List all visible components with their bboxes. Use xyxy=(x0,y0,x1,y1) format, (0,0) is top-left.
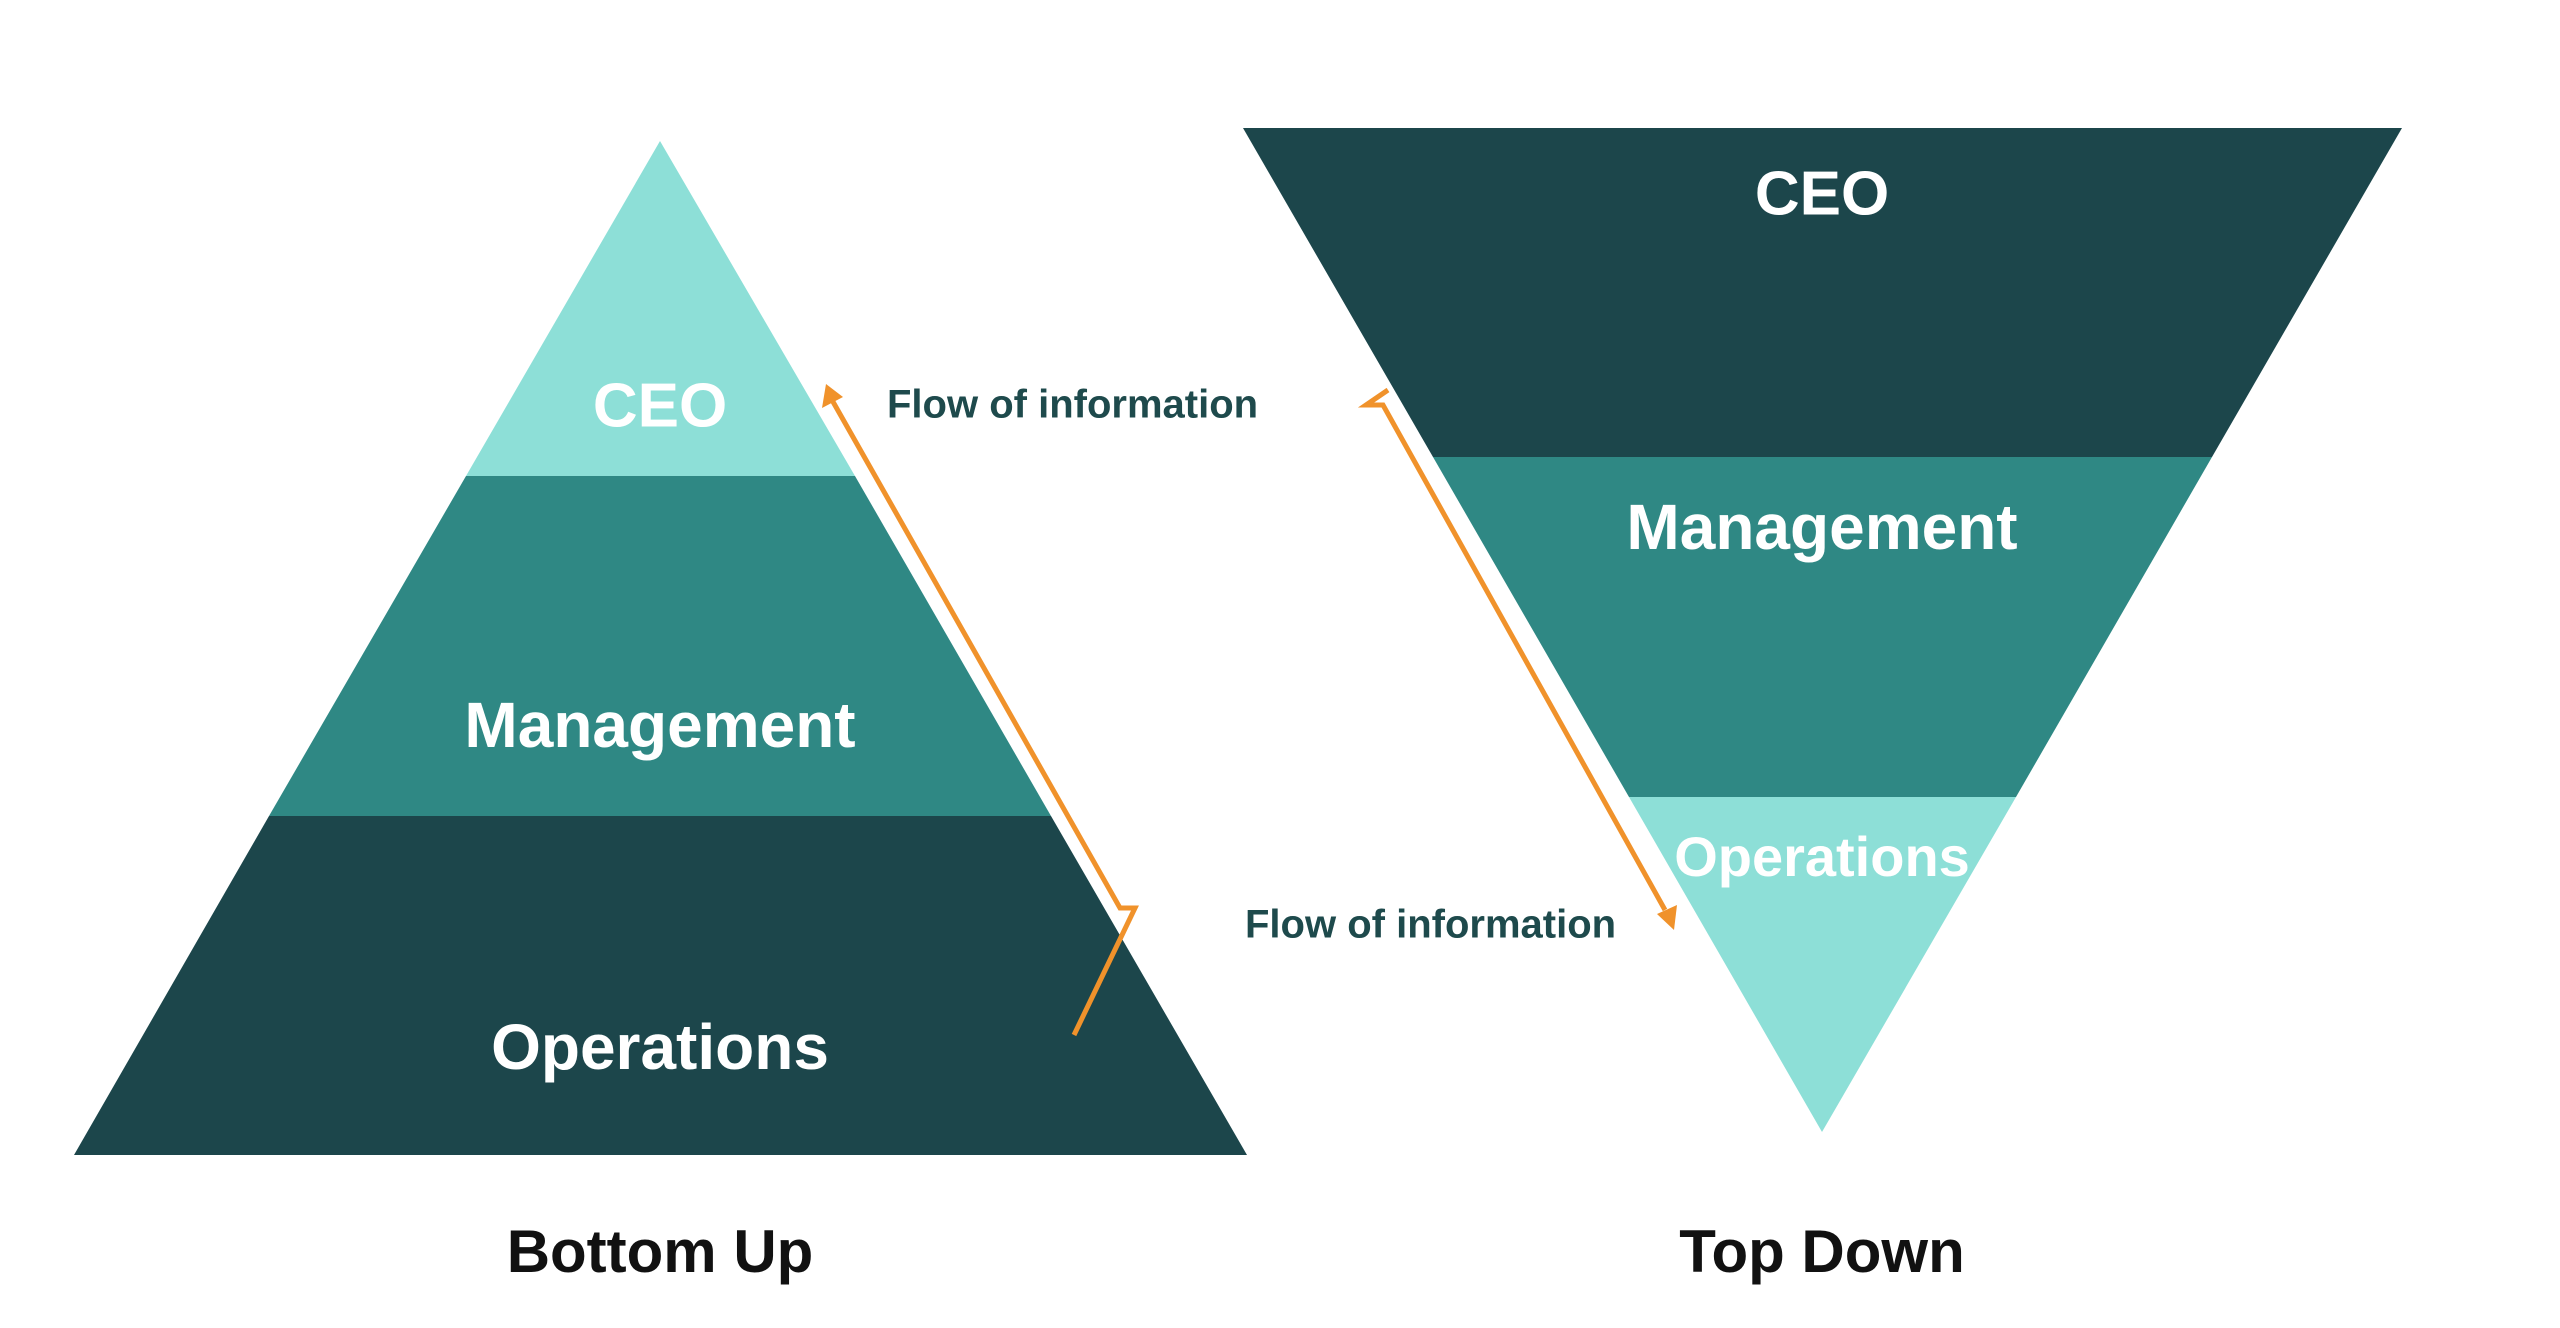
bottom-up-tier-management xyxy=(269,476,1051,816)
top-down-flow-arrow xyxy=(1357,387,1677,930)
bottom-up-tier-ceo xyxy=(466,141,855,476)
bottom-up-flow-arrow xyxy=(822,384,1139,1037)
top-down-tier-operations xyxy=(1629,797,2016,1132)
top-down-tier-ceo xyxy=(1243,128,2402,457)
top-down-operations-label: Operations xyxy=(1674,825,1970,888)
bottom-up-operations-label: Operations xyxy=(491,1011,829,1083)
bottom-up-ceo-label: CEO xyxy=(593,371,727,440)
bottom-up-management-label: Management xyxy=(464,689,855,761)
bottom-up-tier-operations xyxy=(74,816,1247,1155)
top-down-ceo-label: CEO xyxy=(1755,159,1889,228)
bottom-up-pyramid: CEO Management Operations xyxy=(74,141,1247,1155)
top-down-flow-label: Flow of information xyxy=(1245,903,1616,947)
top-down-flow-line xyxy=(1357,387,1668,912)
top-down-pyramid: CEO Management Operations xyxy=(1243,128,2402,1132)
bottom-up-caption: Bottom Up xyxy=(507,1218,814,1285)
bottom-up-flow-line xyxy=(829,398,1139,1037)
top-down-management-label: Management xyxy=(1626,491,2017,563)
bottom-up-flow-arrowhead xyxy=(822,384,843,408)
top-down-tier-management xyxy=(1433,457,2212,797)
top-down-caption: Top Down xyxy=(1679,1218,1964,1285)
top-down-flow-arrowhead xyxy=(1657,905,1677,930)
bottom-up-flow-label: Flow of information xyxy=(887,383,1258,427)
